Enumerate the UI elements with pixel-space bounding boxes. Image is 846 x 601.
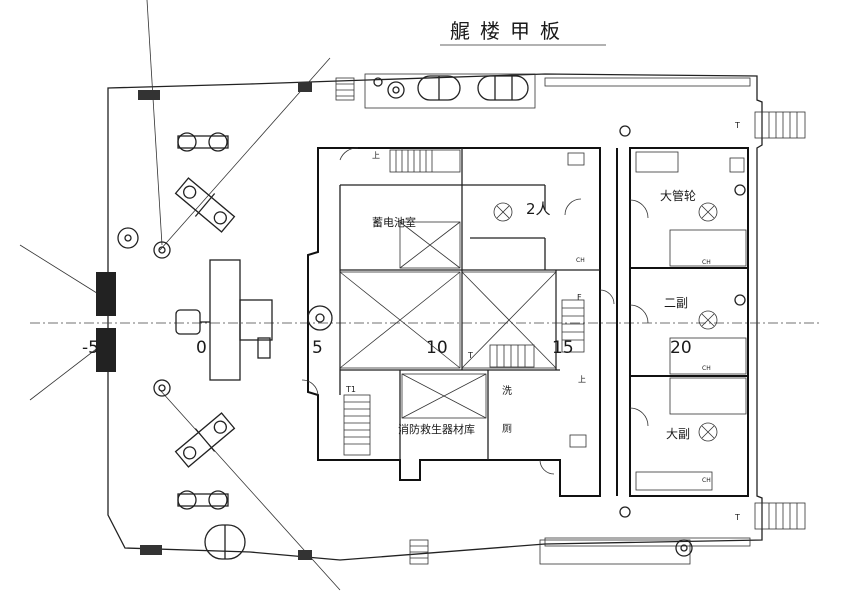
superstructure-wall: [307, 147, 601, 497]
label-battery-room: 蓄电池室: [372, 215, 416, 229]
label-second-engineer: 二副: [664, 296, 688, 310]
mooring-chocks: [96, 82, 312, 560]
steering-gear: [175, 259, 273, 381]
mark-up: 上: [578, 375, 586, 384]
bollards: [177, 132, 229, 510]
frame-number: 5: [312, 338, 323, 358]
cabin-block: [629, 147, 749, 497]
guide-line: [19, 244, 109, 301]
frame-number: 0: [196, 338, 207, 358]
mark-up: 上: [372, 151, 380, 160]
frame-number: 10: [426, 338, 448, 358]
winch-bottom: [174, 412, 236, 468]
winch-top: [174, 177, 236, 233]
mark-ch: CH: [576, 257, 585, 264]
mark-ch: CH: [702, 365, 711, 372]
mark-t: T: [467, 351, 473, 360]
guide-line: [159, 389, 341, 591]
beds: [635, 151, 747, 491]
mark-ch: CH: [702, 477, 711, 484]
deck-fitting-frame: [539, 539, 691, 565]
stairs: [335, 77, 806, 565]
mark-t: T: [734, 513, 740, 522]
hull-outline: [107, 73, 763, 561]
label-wash: 洗: [502, 385, 512, 397]
mark-f: F: [577, 293, 582, 302]
toilet-fixtures: [493, 152, 745, 448]
mark-t: T: [734, 121, 740, 130]
door-swings: [301, 147, 649, 475]
mark-t1: T1: [345, 385, 356, 394]
frame-number: 20: [670, 338, 692, 358]
label-toilet: 厕: [502, 423, 512, 435]
fairleads: [117, 77, 746, 557]
guide-line: [29, 339, 109, 401]
capsule-fittings: [204, 75, 529, 560]
deck-rail: [544, 77, 751, 87]
label-chief-engineer: 大管轮: [660, 188, 696, 203]
label-fire-store: 消防救生器材库: [398, 422, 475, 436]
frame-number: -5: [82, 338, 99, 358]
guide-line: [146, 0, 163, 246]
mark-ch: CH: [702, 259, 711, 266]
drawing-title: 艉楼甲板: [450, 19, 570, 43]
deck-fitting-frame: [364, 73, 536, 109]
label-crew-2p: 2人: [526, 200, 551, 218]
label-chief-officer: 大副: [666, 427, 690, 441]
deck-rail: [544, 537, 751, 547]
frame-number: 15: [552, 338, 574, 358]
void-areas: [339, 221, 557, 419]
